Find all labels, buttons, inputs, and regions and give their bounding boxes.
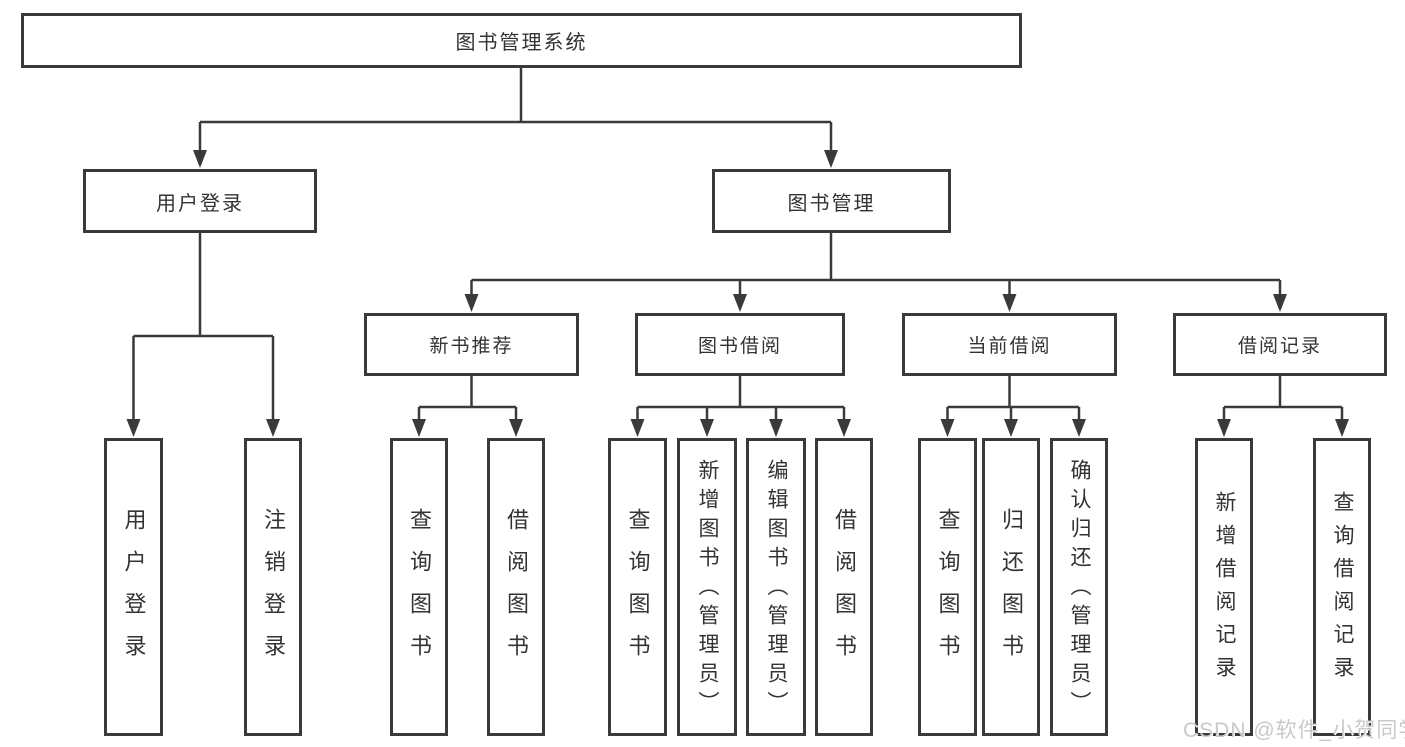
- leaf-query-books-3: 查询图书: [918, 438, 977, 736]
- leaf-logout-label: 注销登录: [261, 508, 286, 676]
- leaf-logout: 注销登录: [244, 438, 302, 736]
- leaf-query-borrow-record: 查询借阅记录: [1313, 438, 1371, 736]
- node-current-borrow-label: 当前借阅: [967, 336, 1052, 357]
- leaf-edit-book-admin-label: 编辑图书（管理员）: [765, 458, 788, 720]
- node-book-borrow-label: 图书借阅: [697, 336, 782, 357]
- node-user-login-label: 用户登录: [156, 192, 244, 215]
- leaf-borrow-book-2: 借阅图书: [815, 438, 873, 736]
- node-new-book-recommend: 新书推荐: [364, 313, 579, 376]
- csdn-watermark: CSDN @软件_小贺同学: [1183, 719, 1405, 742]
- node-user-login: 用户登录: [83, 169, 317, 233]
- leaf-query-books-2-label: 查询图书: [625, 508, 651, 676]
- leaf-borrow-book-2-label: 借阅图书: [832, 508, 857, 676]
- leaf-user-login-label: 用户登录: [121, 508, 147, 676]
- node-current-borrow: 当前借阅: [902, 313, 1117, 376]
- leaf-add-borrow-record-label: 新增借阅记录: [1213, 491, 1236, 689]
- leaf-add-borrow-record: 新增借阅记录: [1195, 438, 1253, 736]
- leaf-add-book-admin-label: 新增图书（管理员）: [696, 458, 719, 720]
- leaf-return-book: 归还图书: [982, 438, 1040, 736]
- leaf-add-book-admin: 新增图书（管理员）: [677, 438, 737, 736]
- leaf-confirm-return-admin: 确认归还（管理员）: [1050, 438, 1108, 736]
- node-book-management: 图书管理: [712, 169, 951, 233]
- leaf-query-books-3-label: 查询图书: [935, 508, 961, 676]
- node-library-management-system-label: 图书管理系统: [455, 32, 588, 54]
- leaf-borrow-book-label: 借阅图书: [504, 508, 529, 676]
- node-new-book-recommend-label: 新书推荐: [429, 336, 514, 357]
- node-library-management-system: 图书管理系统: [21, 13, 1022, 68]
- leaf-query-books-2: 查询图书: [608, 438, 667, 736]
- leaf-return-book-label: 归还图书: [999, 508, 1024, 676]
- leaf-confirm-return-admin-label: 确认归还（管理员）: [1068, 458, 1091, 720]
- leaf-borrow-book: 借阅图书: [487, 438, 545, 736]
- leaf-edit-book-admin: 编辑图书（管理员）: [746, 438, 806, 736]
- leaf-user-login: 用户登录: [104, 438, 163, 736]
- node-book-borrow: 图书借阅: [635, 313, 845, 376]
- node-book-management-label: 图书管理: [787, 192, 876, 215]
- leaf-query-books: 查询图书: [390, 438, 448, 736]
- node-borrow-record-label: 借阅记录: [1237, 336, 1322, 357]
- leaf-query-borrow-record-label: 查询借阅记录: [1331, 491, 1354, 689]
- leaf-query-books-label: 查询图书: [407, 508, 432, 676]
- node-borrow-record: 借阅记录: [1173, 313, 1387, 376]
